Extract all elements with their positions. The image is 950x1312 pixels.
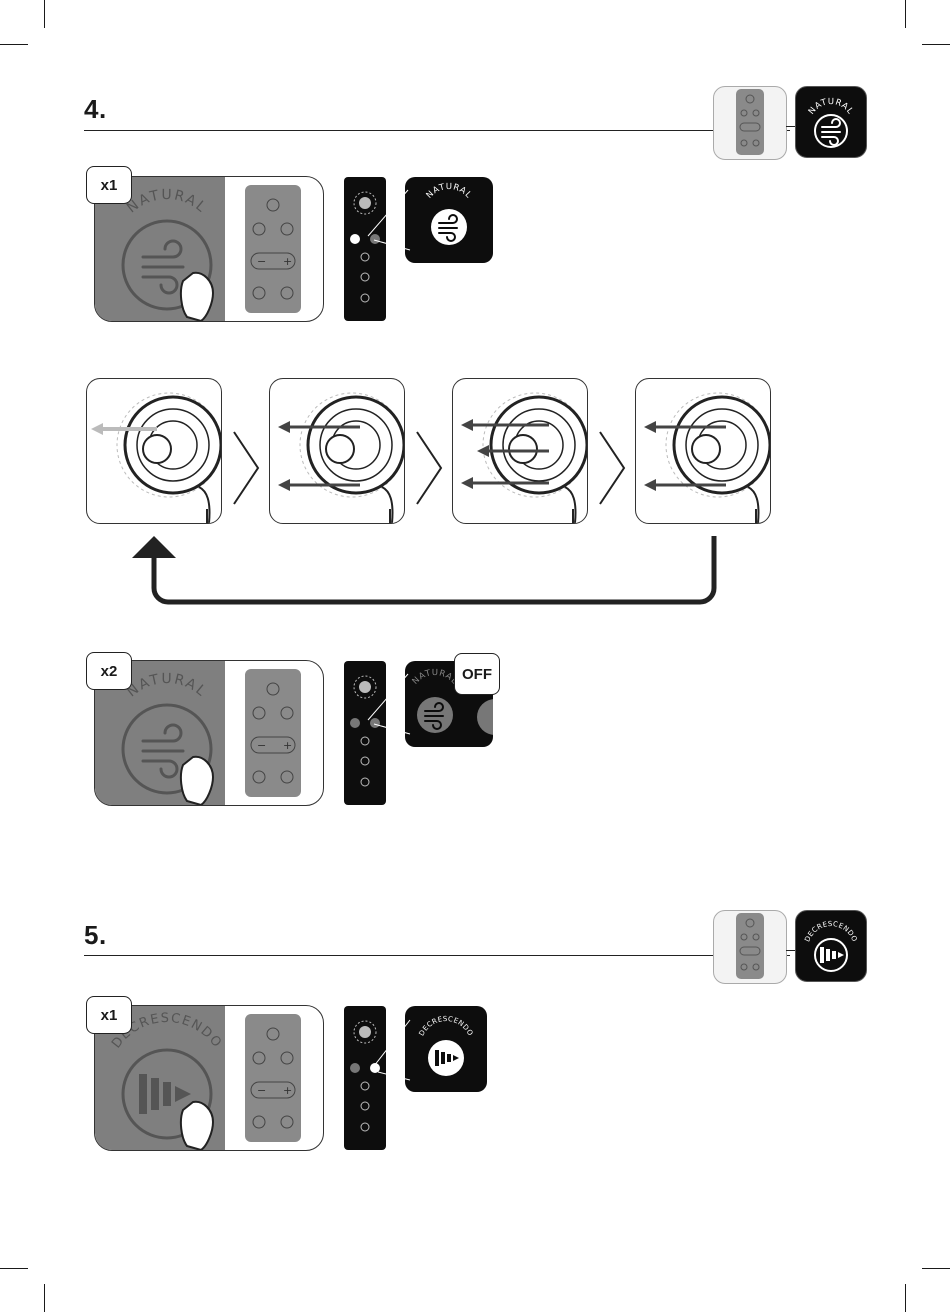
chevron-right-icon (415, 430, 445, 506)
zoom-pointer (360, 664, 420, 744)
press-count-badge: x2 (86, 652, 132, 690)
svg-text:+: + (283, 739, 292, 752)
svg-text:+: + (283, 1084, 292, 1097)
press-count-badge: x1 (86, 166, 132, 204)
svg-text:−: − (257, 255, 266, 268)
crop-mark (922, 44, 950, 45)
mode-label: NATURAL (425, 182, 474, 201)
fan-illustration (269, 378, 405, 524)
zoom-pointer (360, 180, 420, 260)
svg-text:NATURAL: NATURAL (124, 187, 210, 217)
off-label: OFF (454, 653, 500, 695)
fan-illustration (635, 378, 771, 524)
section-number: 5. (84, 920, 107, 951)
control-panel-thumbnail (713, 86, 787, 160)
svg-text:+: + (283, 255, 292, 268)
press-count-badge: x1 (86, 996, 132, 1034)
svg-text:NATURAL: NATURAL (807, 97, 855, 117)
decrescendo-mode-icon: DECRESCENDO (795, 910, 867, 982)
svg-text:−: − (257, 1084, 266, 1097)
mode-label: NATURAL (124, 671, 210, 701)
crop-mark (905, 0, 906, 28)
crop-mark (0, 44, 28, 45)
fan-illustration (86, 378, 222, 524)
loop-arrow (128, 532, 728, 612)
natural-mode-icon: NATURAL (795, 86, 867, 158)
crop-mark (44, 0, 45, 28)
chevron-right-icon (598, 430, 628, 506)
fan-illustration (452, 378, 588, 524)
svg-text:NATURAL: NATURAL (124, 671, 210, 701)
control-panel-thumbnail (713, 910, 787, 984)
section-number: 4. (84, 94, 107, 125)
crop-mark (44, 1284, 45, 1312)
crop-mark (905, 1284, 906, 1312)
chevron-right-icon (232, 430, 262, 506)
crop-mark (922, 1268, 950, 1269)
zoom-pointer (370, 1010, 420, 1090)
crop-mark (0, 1268, 28, 1269)
section-rule (84, 955, 790, 956)
mode-label: NATURAL (807, 97, 855, 117)
mode-label: DECRESCENDO (418, 1015, 475, 1037)
mode-label: NATURAL (124, 187, 210, 217)
svg-text:DECRESCENDO: DECRESCENDO (418, 1015, 475, 1037)
svg-text:−: − (257, 739, 266, 752)
section-rule (84, 130, 790, 131)
svg-text:NATURAL: NATURAL (425, 182, 474, 201)
